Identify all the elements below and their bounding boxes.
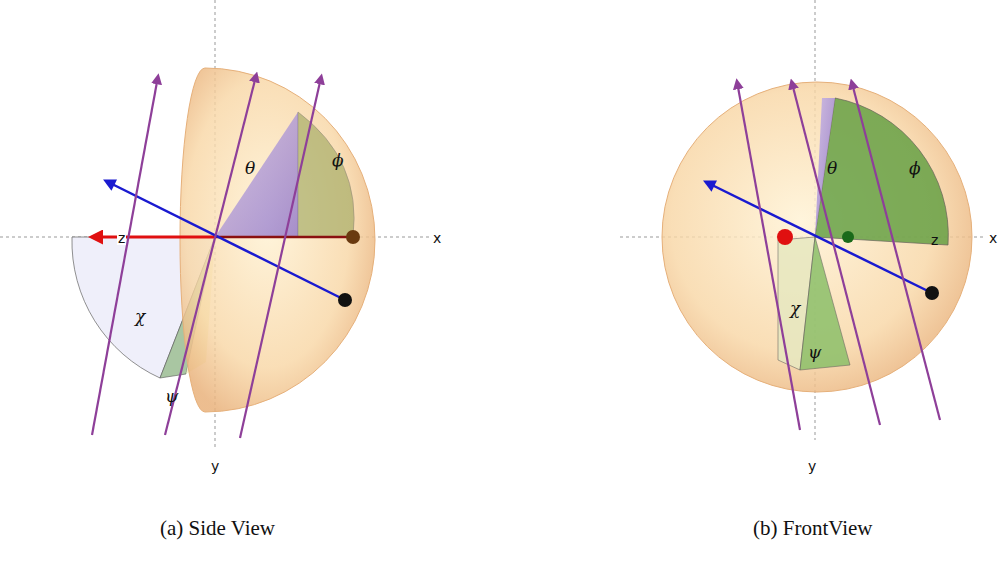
- axis-label: z: [117, 231, 126, 245]
- axis-label: x: [433, 231, 441, 245]
- angle-label: χ: [790, 300, 800, 317]
- axis-label: y: [808, 459, 816, 473]
- front-view: [620, 0, 985, 440]
- axis-label: x: [989, 231, 997, 245]
- subfigure-caption: (b) FrontView: [753, 518, 872, 539]
- angle-label: χ: [135, 308, 145, 325]
- angle-label: ϕ: [332, 152, 344, 169]
- side-view: [0, 0, 430, 450]
- axis-label: y: [211, 459, 219, 473]
- angle-label: ϕ: [909, 160, 921, 177]
- angle-label: θ: [245, 160, 255, 177]
- subfigure-caption: (a) Side View: [160, 518, 275, 539]
- angle-label: ψ: [808, 344, 821, 361]
- axis-label: z: [931, 233, 938, 247]
- angle-label: θ: [827, 160, 837, 177]
- angle-label: ψ: [165, 388, 178, 405]
